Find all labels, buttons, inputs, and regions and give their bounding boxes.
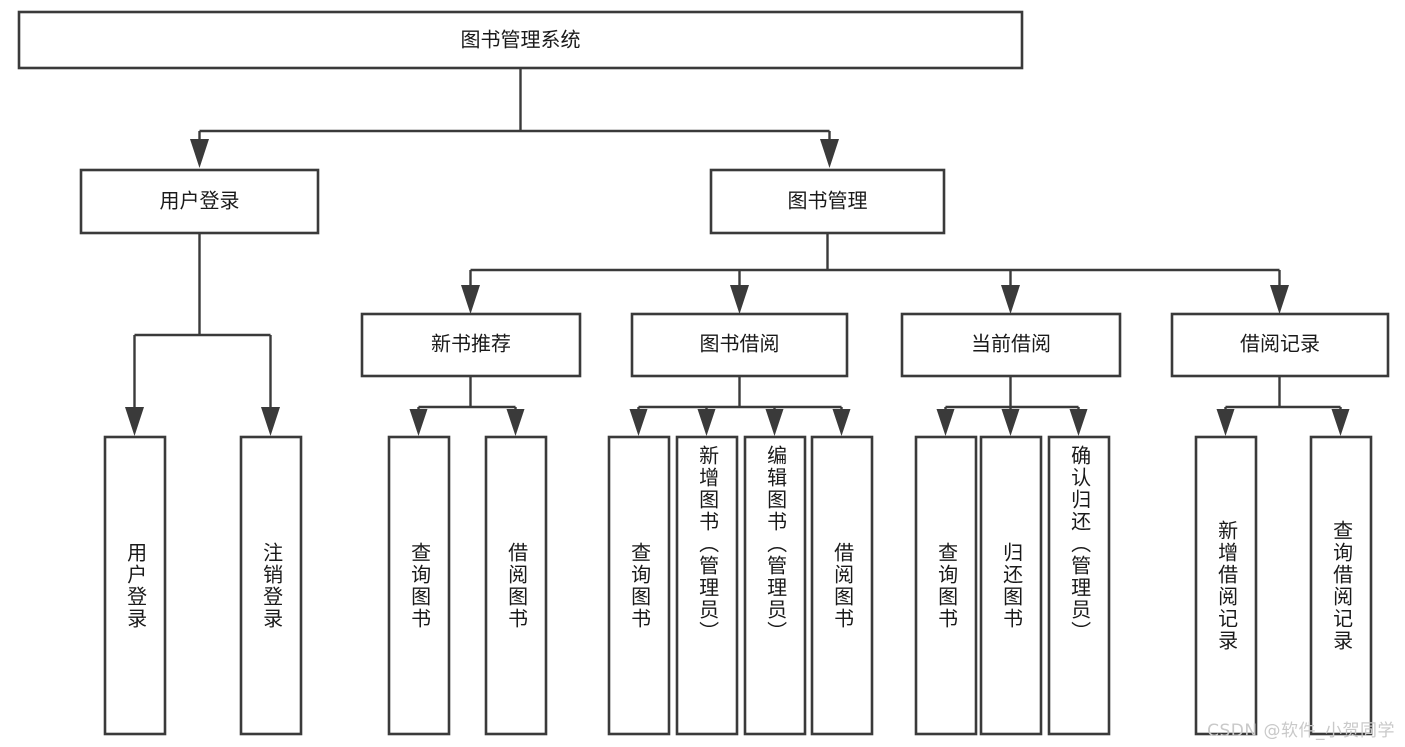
node-new-book-rec-label: 新书推荐 [431, 332, 511, 356]
node-book-borrow-label: 图书借阅 [700, 332, 780, 356]
arrow-to-leaf-query-book-2 [629, 409, 648, 436]
node-leaf-user-logout[interactable] [239, 435, 303, 736]
arrow-to-leaf-return-book [1001, 409, 1020, 436]
arrow-to-book-manage [820, 139, 839, 168]
arrow-to-leaf-user-logout [261, 407, 280, 436]
node-layer: 图书管理系统 用户登录 图书管理 新书推荐 图书借阅 当前借阅 借阅记录 [17, 10, 1390, 736]
node-book-borrow[interactable] [630, 312, 849, 378]
arrow-to-leaf-confirm-return [1069, 409, 1088, 436]
node-leaf-query-book-2[interactable] [607, 435, 671, 736]
arrow-to-leaf-add-record [1216, 409, 1235, 436]
node-book-manage[interactable] [709, 168, 946, 235]
node-user-login-label: 用户登录 [160, 189, 240, 213]
node-current-borrow[interactable] [900, 312, 1122, 378]
node-leaf-add-record[interactable] [1194, 435, 1258, 736]
node-borrow-record[interactable] [1170, 312, 1390, 378]
node-leaf-query-book-1[interactable] [387, 435, 451, 736]
arrow-to-user-login [190, 139, 209, 168]
connector-layer [125, 68, 1350, 436]
arrow-to-leaf-borrow-book-1 [506, 409, 525, 436]
node-current-borrow-label: 当前借阅 [971, 332, 1051, 356]
node-user-login[interactable] [79, 168, 320, 235]
node-leaf-query-record[interactable] [1309, 435, 1373, 736]
arrow-to-leaf-query-book-1 [409, 409, 428, 436]
arrow-to-leaf-add-book [697, 409, 716, 436]
node-leaf-return-book[interactable] [979, 435, 1043, 736]
node-leaf-user-login[interactable] [103, 435, 167, 736]
node-borrow-record-label: 借阅记录 [1240, 332, 1320, 356]
node-root-label: 图书管理系统 [461, 28, 581, 52]
arrow-to-borrow-record [1270, 285, 1289, 314]
arrow-to-current-borrow [1001, 285, 1020, 314]
watermark-text: CSDN @软件_小贺同学 [1207, 721, 1395, 741]
node-leaf-borrow-book-1[interactable] [484, 435, 548, 736]
arrow-to-leaf-edit-book [765, 409, 784, 436]
node-leaf-confirm-return[interactable] [1047, 435, 1111, 736]
arrow-to-leaf-query-record [1331, 409, 1350, 436]
node-book-manage-label: 图书管理 [788, 189, 868, 213]
node-leaf-borrow-book-2[interactable] [810, 435, 874, 736]
node-leaf-add-book[interactable] [675, 435, 739, 736]
node-new-book-rec[interactable] [360, 312, 582, 378]
arrow-to-leaf-borrow-book-2 [832, 409, 851, 436]
node-root[interactable] [17, 10, 1024, 70]
arrow-to-new-book-rec [461, 285, 480, 314]
arrow-to-leaf-query-book-3 [936, 409, 955, 436]
arrow-to-leaf-user-login [125, 407, 144, 436]
arrow-to-book-borrow [730, 285, 749, 314]
node-leaf-edit-book[interactable] [743, 435, 807, 736]
node-leaf-query-book-3[interactable] [914, 435, 978, 736]
